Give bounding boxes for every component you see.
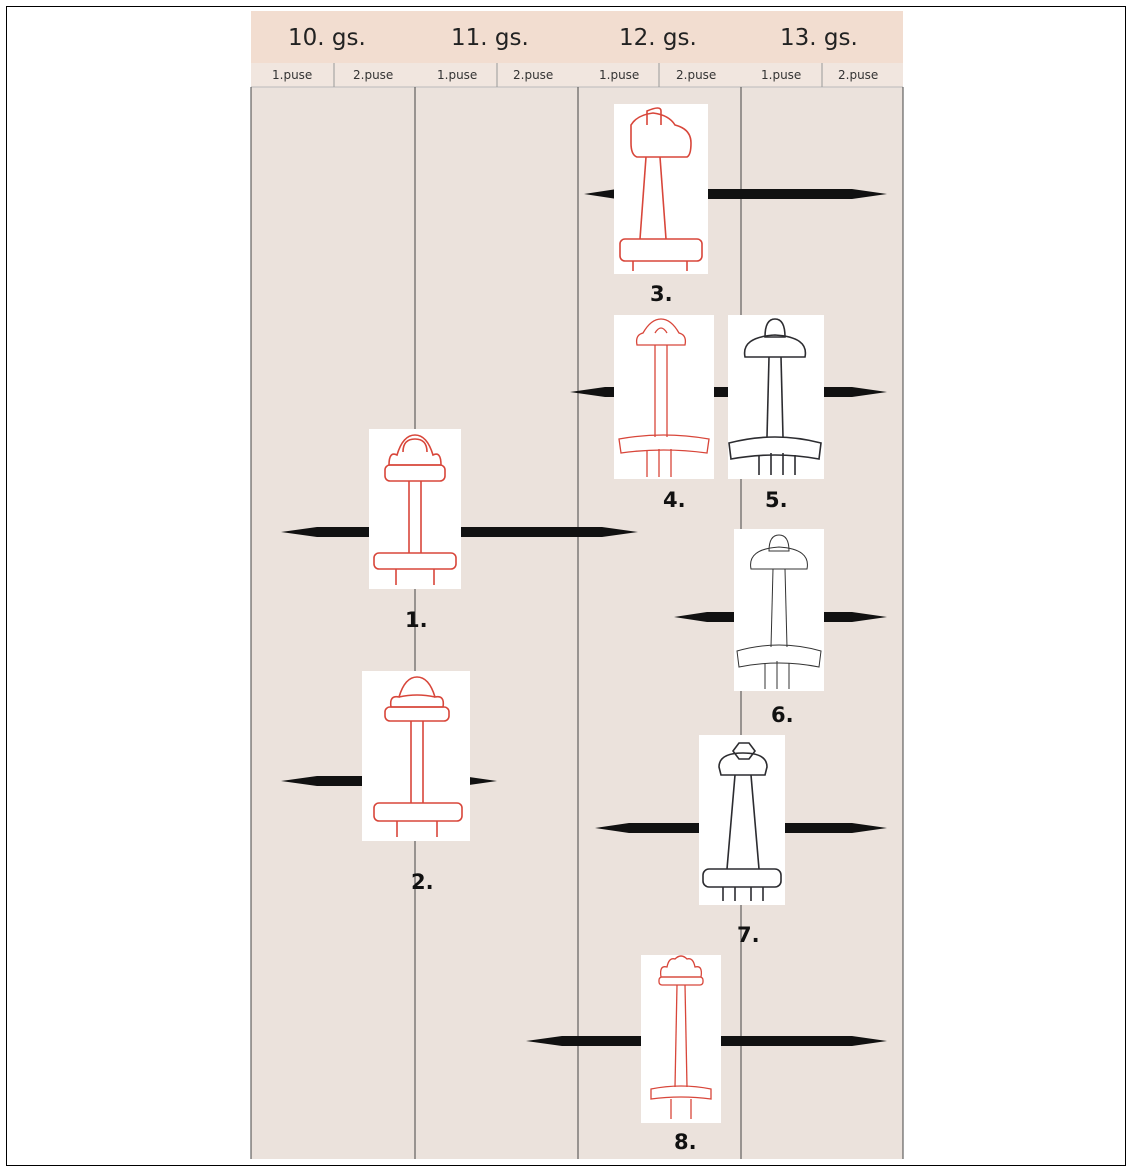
sword-number-3: 3. [650,282,673,306]
sword-number-1: 1. [405,608,428,632]
half-label-10-1: 1.puse [272,68,312,82]
sword-illustration-8 [641,955,721,1123]
sword-number-7: 7. [737,923,760,947]
century-label-11: 11. gs. [451,25,529,51]
sword-number-4: 4. [663,488,686,512]
half-label-11-2: 2.puse [513,68,553,82]
century-label-12: 12. gs. [619,25,697,51]
half-label-11-1: 1.puse [437,68,477,82]
half-label-12-1: 1.puse [599,68,639,82]
subheader-dividers [333,63,823,87]
sword-number-5: 5. [765,488,788,512]
half-label-10-2: 2.puse [353,68,393,82]
sword-illustration-6 [734,529,824,691]
half-label-13-2: 2.puse [838,68,878,82]
sword-number-8: 8. [674,1130,697,1154]
sword-illustration-4 [614,315,714,479]
sword-illustration-1 [369,429,461,589]
century-label-13: 13. gs. [780,25,858,51]
century-label-10: 10. gs. [288,25,366,51]
figure-frame: 10. gs. 11. gs. 12. gs. 13. gs. 1.puse 2… [6,6,1126,1166]
sword-chronology-diagram: 10. gs. 11. gs. 12. gs. 13. gs. 1.puse 2… [250,11,904,1159]
sword-illustration-2 [362,671,470,841]
half-label-13-1: 1.puse [761,68,801,82]
sword-number-2: 2. [411,870,434,894]
half-label-12-2: 2.puse [676,68,716,82]
header-band [251,11,903,63]
sword-number-6: 6. [771,703,794,727]
sword-illustration-3 [614,104,708,274]
subheader-band [251,63,903,87]
century-grid-lines [250,87,904,1159]
sword-illustration-7 [699,735,785,905]
sword-illustration-5 [728,315,824,479]
